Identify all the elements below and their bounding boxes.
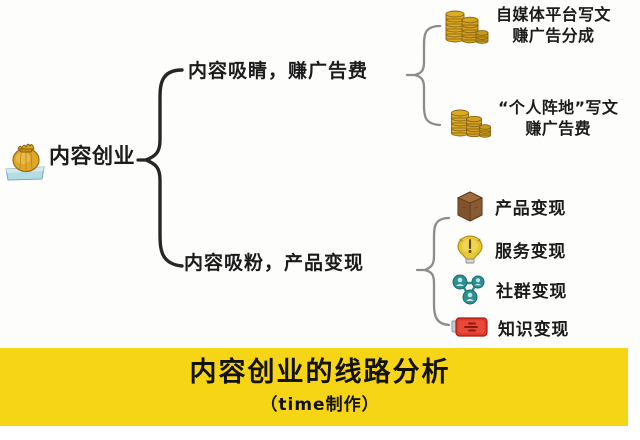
coin-stack-icon <box>443 3 489 47</box>
root-node[interactable]: 内容创业 <box>4 132 135 182</box>
coin-stack-icon <box>449 96 491 140</box>
leaf-b4-label: 知识变现 <box>498 319 570 340</box>
root-brace <box>144 68 184 268</box>
cardboard-box-icon <box>454 189 486 223</box>
bottom-banner: 内容创业的线路分析 （time制作） <box>0 348 640 426</box>
branch-node-b[interactable]: 内容吸粉，产品变现 <box>184 248 364 275</box>
banner-subtitle: （time制作） <box>260 395 380 416</box>
banner-title: 内容创业的线路分析 <box>189 356 451 388</box>
branch-a-label: 内容吸睛，赚广告费 <box>188 60 369 82</box>
money-bag-icon <box>4 132 46 182</box>
leaf-b1-label: 产品变现 <box>495 198 567 219</box>
knowledge-card-icon <box>451 312 489 342</box>
leaf-node-b3[interactable]: 社群变现 <box>451 272 567 306</box>
leaf-node-a2[interactable]: “个人阵地”写文 赚广告费 <box>449 96 618 140</box>
bottom-white-strip <box>0 426 640 440</box>
lightbulb-icon <box>454 232 486 266</box>
leaf-a1-line-2: 赚广告分成 <box>512 26 595 45</box>
leaf-node-a1[interactable]: 自媒体平台写文 赚广告分成 <box>443 3 611 47</box>
community-network-icon <box>451 272 487 306</box>
branch-b-label: 内容吸粉，产品变现 <box>184 252 365 274</box>
leaf-node-b4[interactable]: 知识变现 <box>451 312 569 342</box>
leaf-a2-line-1: “个人阵地”写文 <box>498 97 619 117</box>
branch-a-brace <box>413 24 442 127</box>
leaf-a2-line-2: 赚广告费 <box>525 119 591 138</box>
leaf-a2-text: “个人阵地”写文 赚广告费 <box>498 97 618 139</box>
branch-node-a[interactable]: 内容吸睛，赚广告费 <box>188 56 368 83</box>
root-label: 内容创业 <box>49 144 135 169</box>
branch-b-brace <box>423 216 451 327</box>
leaf-node-b2[interactable]: 服务变现 <box>454 232 566 266</box>
banner-right-edge <box>628 348 640 426</box>
leaf-node-b1[interactable]: 产品变现 <box>454 189 566 223</box>
leaf-b2-label: 服务变现 <box>495 241 567 262</box>
leaf-a1-text: 自媒体平台写文 赚广告分成 <box>496 4 611 46</box>
leaf-a1-line-1: 自媒体平台写文 <box>496 4 611 24</box>
leaf-b3-label: 社群变现 <box>496 281 568 302</box>
